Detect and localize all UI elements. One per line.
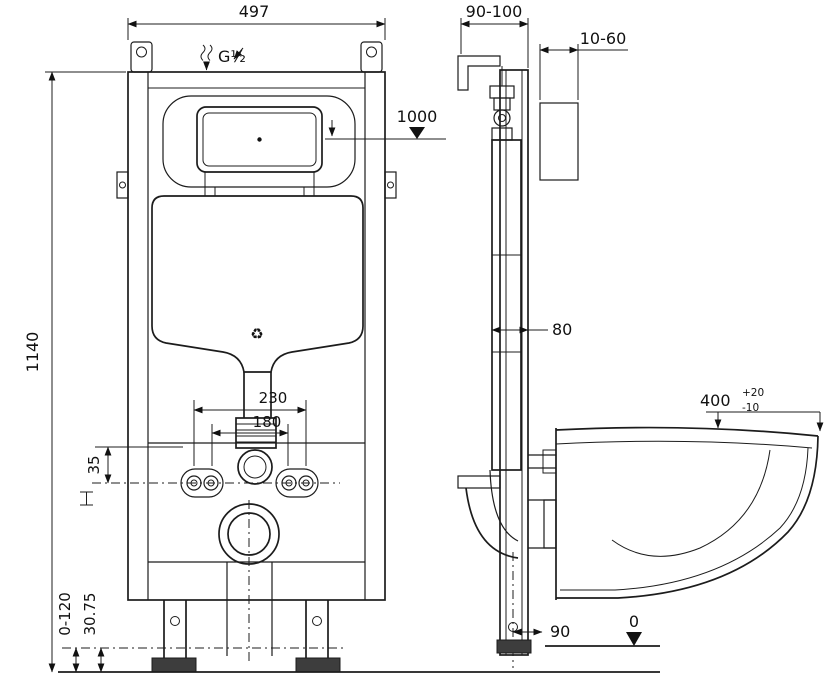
frame-legs	[151, 600, 341, 673]
side-inlet-valve	[489, 66, 515, 141]
floor-zero-mark: 0	[626, 612, 642, 646]
dim-drain-offset: 90	[512, 622, 570, 641]
wall-bracket-left	[130, 41, 153, 73]
dim-leg-adjust: 0-120	[56, 592, 80, 673]
dim-10-60-label: 10-60	[580, 29, 627, 48]
foot-plate-left	[151, 657, 197, 673]
side-clip-left	[116, 171, 129, 199]
flush-plate-assembly	[162, 95, 356, 196]
dim-wall-gap: 10-60	[539, 29, 628, 100]
floor-triangle-icon	[626, 632, 642, 646]
dim-90-label: 90	[550, 622, 570, 641]
drain-outlet	[218, 500, 280, 662]
dim-497-label: 497	[239, 2, 270, 21]
dim-plate-height: 1000	[325, 107, 446, 140]
recycle-icon: ♻	[250, 325, 263, 343]
side-clip-right	[384, 171, 397, 199]
dim-90-100-label: 90-100	[466, 2, 523, 21]
foot-plate-side	[496, 639, 532, 654]
dim-400-tol-minus: -10	[742, 402, 759, 414]
flush-bend-outlet	[237, 449, 273, 485]
dim-1000-label: 1000	[397, 107, 438, 126]
cistern-tank: ♻	[151, 195, 364, 373]
dim-bolt-span-outer: 230	[193, 389, 307, 466]
level-triangle-icon	[409, 127, 425, 139]
side-foot	[496, 552, 532, 668]
dim-0-label: 0	[629, 612, 639, 631]
dim-35-label: 35	[85, 455, 103, 474]
dim-400-label: 400	[700, 391, 731, 410]
plate-button-dot	[257, 137, 262, 142]
dim-180-label: 180	[253, 413, 282, 431]
support-bracket	[457, 475, 501, 489]
wall-section	[539, 102, 579, 181]
foot-plate-right	[295, 657, 341, 673]
dim-depth-top: 90-100	[460, 2, 529, 68]
dim-tank-depth: 80	[491, 320, 572, 339]
toilet-bowl	[555, 426, 819, 600]
dim-bolt-span-inner: 180	[211, 413, 289, 466]
dim-30-75-label: 30.75	[81, 593, 99, 636]
datum-mark	[80, 491, 93, 506]
fixing-bolts	[92, 468, 340, 498]
wall-bracket-right	[360, 41, 383, 73]
floor-lines	[58, 645, 660, 673]
bowl-connectors	[528, 449, 557, 549]
front-view-frame	[127, 71, 386, 601]
dim-rim-height: 400 +20 -10	[700, 387, 824, 432]
dim-bolt-offset: 35	[80, 446, 183, 506]
dim-230-label: 230	[259, 389, 288, 407]
side-view-frame	[457, 55, 529, 656]
side-tank-profile	[457, 139, 522, 559]
water-inlet-mark: G½	[200, 44, 246, 71]
dim-width-top: 497	[127, 2, 386, 40]
dim-foot-offset: 30.75	[81, 593, 105, 673]
dim-frame-height: 1140	[23, 71, 126, 673]
dim-80-label: 80	[552, 320, 572, 339]
dim-1140-label: 1140	[23, 332, 42, 373]
dim-400-tol-plus: +20	[742, 387, 764, 399]
top-rail-bracket	[457, 55, 501, 91]
dim-0-120-label: 0-120	[56, 592, 74, 636]
